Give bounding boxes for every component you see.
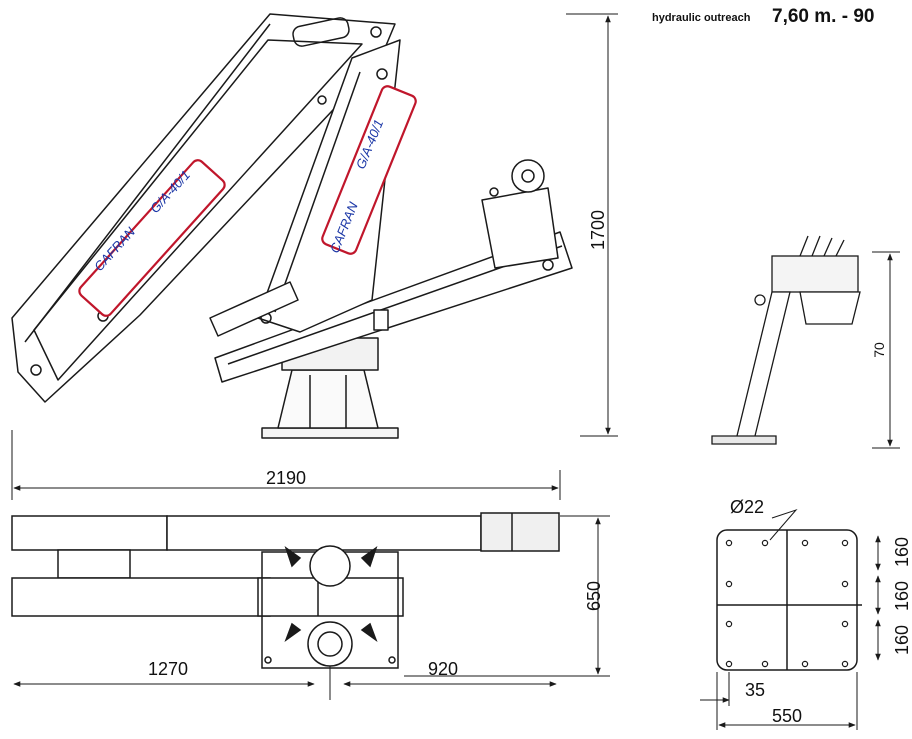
pedestal-base-plate: [261, 427, 399, 439]
top-bolt-2: [388, 656, 396, 664]
hook-pulley-hub: [521, 169, 535, 183]
outreach-value: 7,60 m. - 90: [772, 6, 874, 27]
arm-pin-2: [542, 259, 554, 271]
column-label-frame: [321, 85, 417, 255]
dim-stand-label: 70: [871, 342, 887, 358]
outreach-label: hydraulic outreach: [652, 12, 751, 24]
top-lug-4: [360, 622, 378, 643]
boom-pin-4: [370, 26, 382, 38]
spacing-label-1: 160: [892, 537, 912, 567]
edge-offset-label: 35: [745, 680, 765, 700]
boom-pin-1: [317, 95, 327, 105]
top-boom-tip: [480, 512, 560, 552]
top-lug-1: [284, 546, 302, 568]
column-edge-line: [274, 71, 361, 313]
top-arm-left: [11, 577, 271, 617]
top-slewing-ring: [309, 545, 351, 587]
pedestal-column: [277, 369, 379, 429]
boom-pin-3: [30, 364, 42, 376]
hook-pulley: [511, 159, 545, 193]
main-boom-inner: [33, 39, 363, 381]
dim-left-label: 1270: [148, 659, 188, 679]
spacing-label-2: 160: [892, 581, 912, 611]
top-boom-left: [11, 515, 168, 551]
column-label-panel: CAFRAN G/A-40/1: [321, 85, 417, 255]
boom-cylinder: [209, 281, 299, 337]
top-lug-2: [360, 546, 378, 568]
control-stand-dimension: [872, 251, 900, 449]
dim-depth-label: 650: [584, 581, 604, 611]
base-plate-dimensions: [700, 508, 881, 730]
valve-block: [771, 255, 859, 293]
arm-head-block: [481, 187, 559, 269]
boom-edge-line: [24, 23, 271, 343]
control-levers: [799, 235, 845, 257]
top-boom-support: [57, 549, 131, 579]
dim-height-label: 1700: [588, 210, 608, 250]
dim-width-label: 2190: [266, 468, 306, 488]
header: hydraulic outreach 7,60 m. - 90: [652, 6, 874, 27]
top-bolt-1: [264, 656, 272, 664]
dim-right-label: 920: [428, 659, 458, 679]
plate-width-label: 550: [772, 706, 802, 726]
base-plate-holes: [725, 539, 849, 668]
top-lug-3: [284, 622, 302, 643]
hole-diameter-label: Ø22: [730, 497, 764, 517]
top-view-dimensions: [13, 515, 610, 700]
stand-foot: [711, 435, 777, 445]
boom-slot: [292, 17, 350, 47]
crane-side-view: [11, 13, 573, 439]
top-boom-middle: [166, 515, 482, 551]
spacing-label-3: 160: [892, 625, 912, 655]
crane-top-view: [11, 512, 560, 669]
extension-arm: [214, 231, 573, 383]
lever-guard: [799, 291, 861, 325]
arm-bracket: [373, 309, 389, 331]
arm-pin-1: [489, 187, 499, 197]
top-cylinder-bore: [317, 631, 343, 657]
base-plate: [716, 529, 862, 671]
side-view-dimensions: [11, 13, 618, 500]
boom-label-frame: [78, 159, 226, 317]
stand-knob: [754, 294, 766, 306]
column-pin-2: [376, 68, 388, 80]
hole-leader: [769, 508, 798, 541]
stand-post: [735, 291, 791, 441]
control-stand: [711, 235, 861, 445]
